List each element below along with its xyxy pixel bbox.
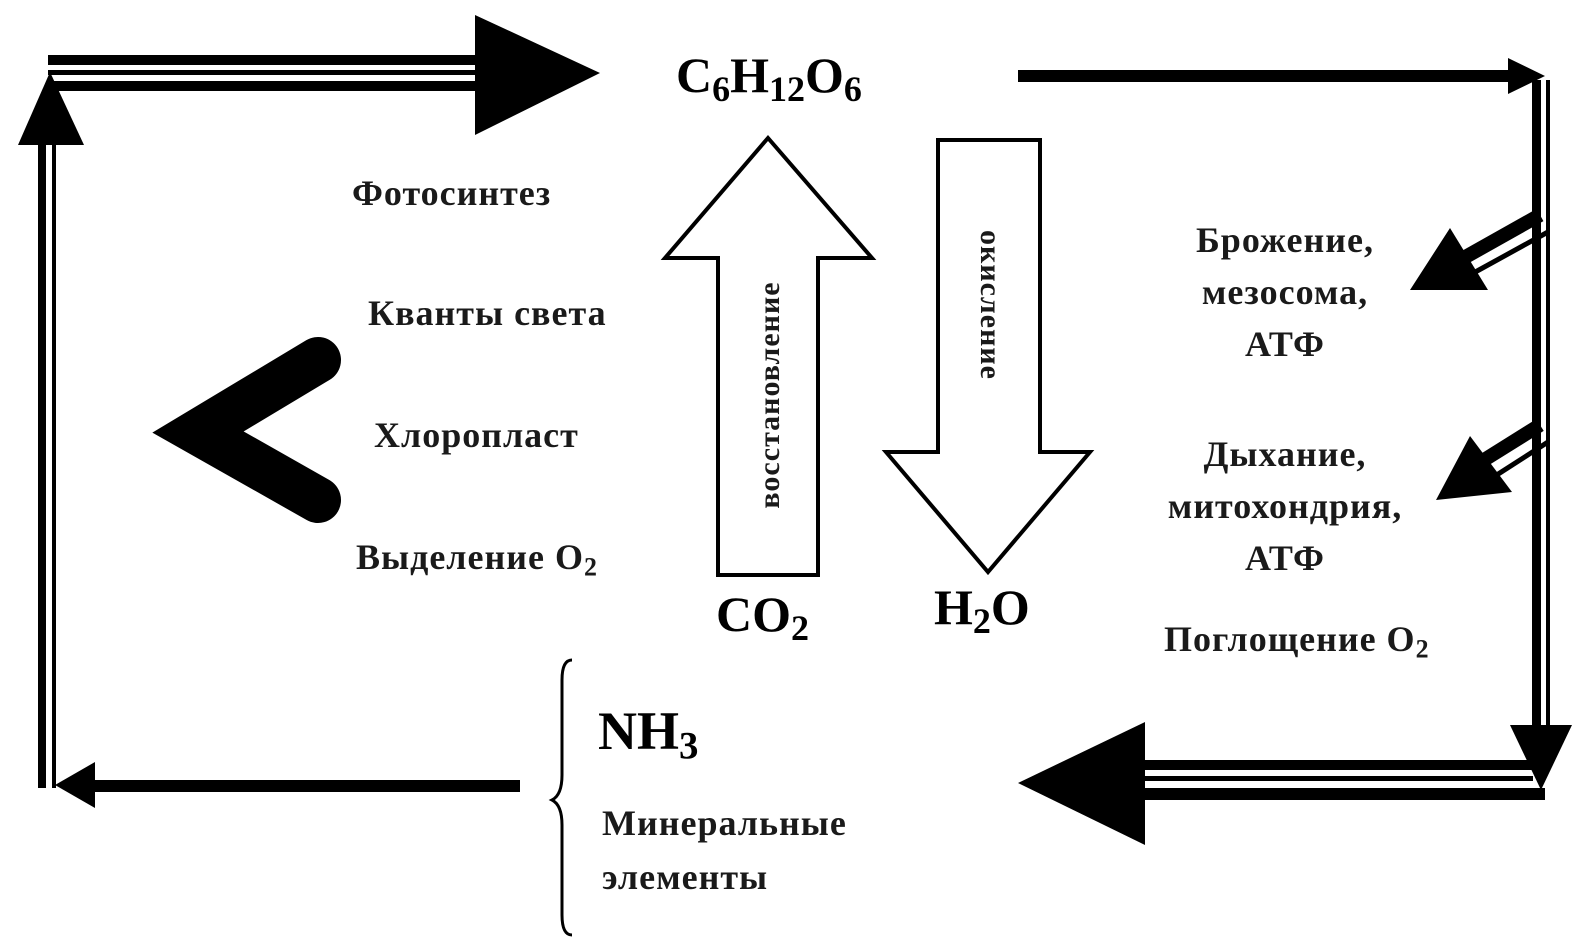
nh3-formula: NH3	[598, 701, 699, 768]
h2o-formula: H2O	[934, 579, 1030, 641]
light-quanta-label: Кванты света	[368, 293, 607, 333]
arrow-to-minerals	[1018, 722, 1545, 845]
glucose-formula: C6H12O6	[676, 47, 862, 109]
arrow-to-respiration	[1436, 419, 1550, 500]
fermentation-label: Брожение, мезосома, АТФ	[1196, 220, 1374, 364]
minerals-label: Минеральные элементы	[602, 803, 847, 897]
arrow-from-minerals	[55, 762, 520, 808]
respiration-label: Дыхание, митохондрия, АТФ	[1167, 434, 1403, 578]
o2-release-label: Выделение O2	[356, 537, 598, 582]
photosynthesis-label: Фотосинтез	[352, 173, 552, 213]
chloroplast-label: Хлоропласт	[374, 415, 579, 455]
arrow-to-fermentation	[1410, 208, 1550, 290]
left-vertical-arrow	[18, 72, 84, 788]
reduction-arrow	[660, 134, 877, 577]
co2-formula: CO2	[716, 586, 809, 648]
arrow-to-glucose	[48, 15, 600, 135]
reduction-label: восстановление	[753, 281, 786, 509]
right-vertical-arrow	[1510, 80, 1572, 790]
oxidation-arrow	[881, 138, 1095, 576]
o2-uptake-label: Поглощение O2	[1164, 619, 1430, 664]
arrow-from-glucose	[1018, 58, 1545, 94]
chevron-mark	[152, 337, 341, 523]
oxidation-label: окисление	[974, 230, 1007, 380]
mineral-brace	[548, 658, 573, 937]
